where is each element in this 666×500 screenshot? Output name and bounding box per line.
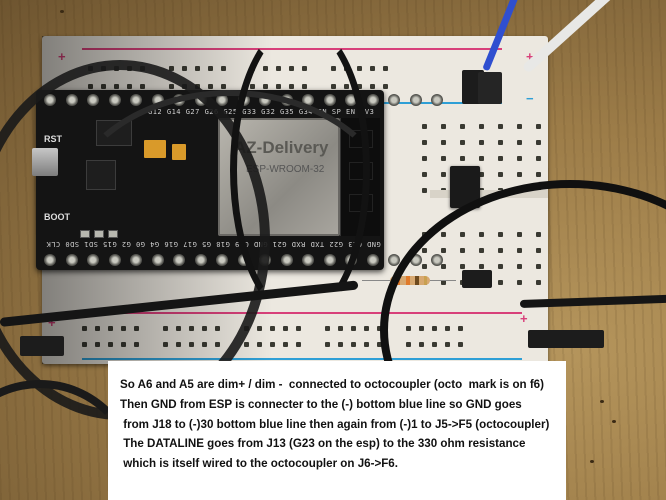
- black-wire-bottom-left: [0, 380, 140, 500]
- bottom-negative-rail-line: [82, 358, 522, 360]
- black-wire-loop-right: [380, 180, 666, 480]
- dirt-speck: [60, 10, 64, 13]
- black-wire-arc-top: [60, 90, 400, 350]
- annotation-line-2: Then GND from ESP is connecter to the (-…: [120, 397, 522, 411]
- annotation-line-3: from J18 to (-)30 bottom blue line then …: [120, 417, 550, 431]
- annotation-line-5: which is itself wired to the octocoupler…: [120, 457, 398, 471]
- annotation-line-1: So A6 and A5 are dim+ / dim - connected …: [120, 378, 544, 391]
- annotation-line-4: The DATALINE goes from J13 (G23 on the e…: [120, 437, 526, 451]
- top-minus-sign-right: −: [526, 91, 534, 106]
- black-wire-vertical: [230, 20, 370, 320]
- annotation-text-box: So A6 and A5 are dim+ / dim - connected …: [108, 361, 566, 500]
- top-plus-sign-right: +: [526, 49, 534, 64]
- top-plus-sign-left: +: [58, 49, 66, 64]
- terminal-holes-upper: [422, 124, 541, 193]
- dupont-connector-top-right: [478, 72, 502, 104]
